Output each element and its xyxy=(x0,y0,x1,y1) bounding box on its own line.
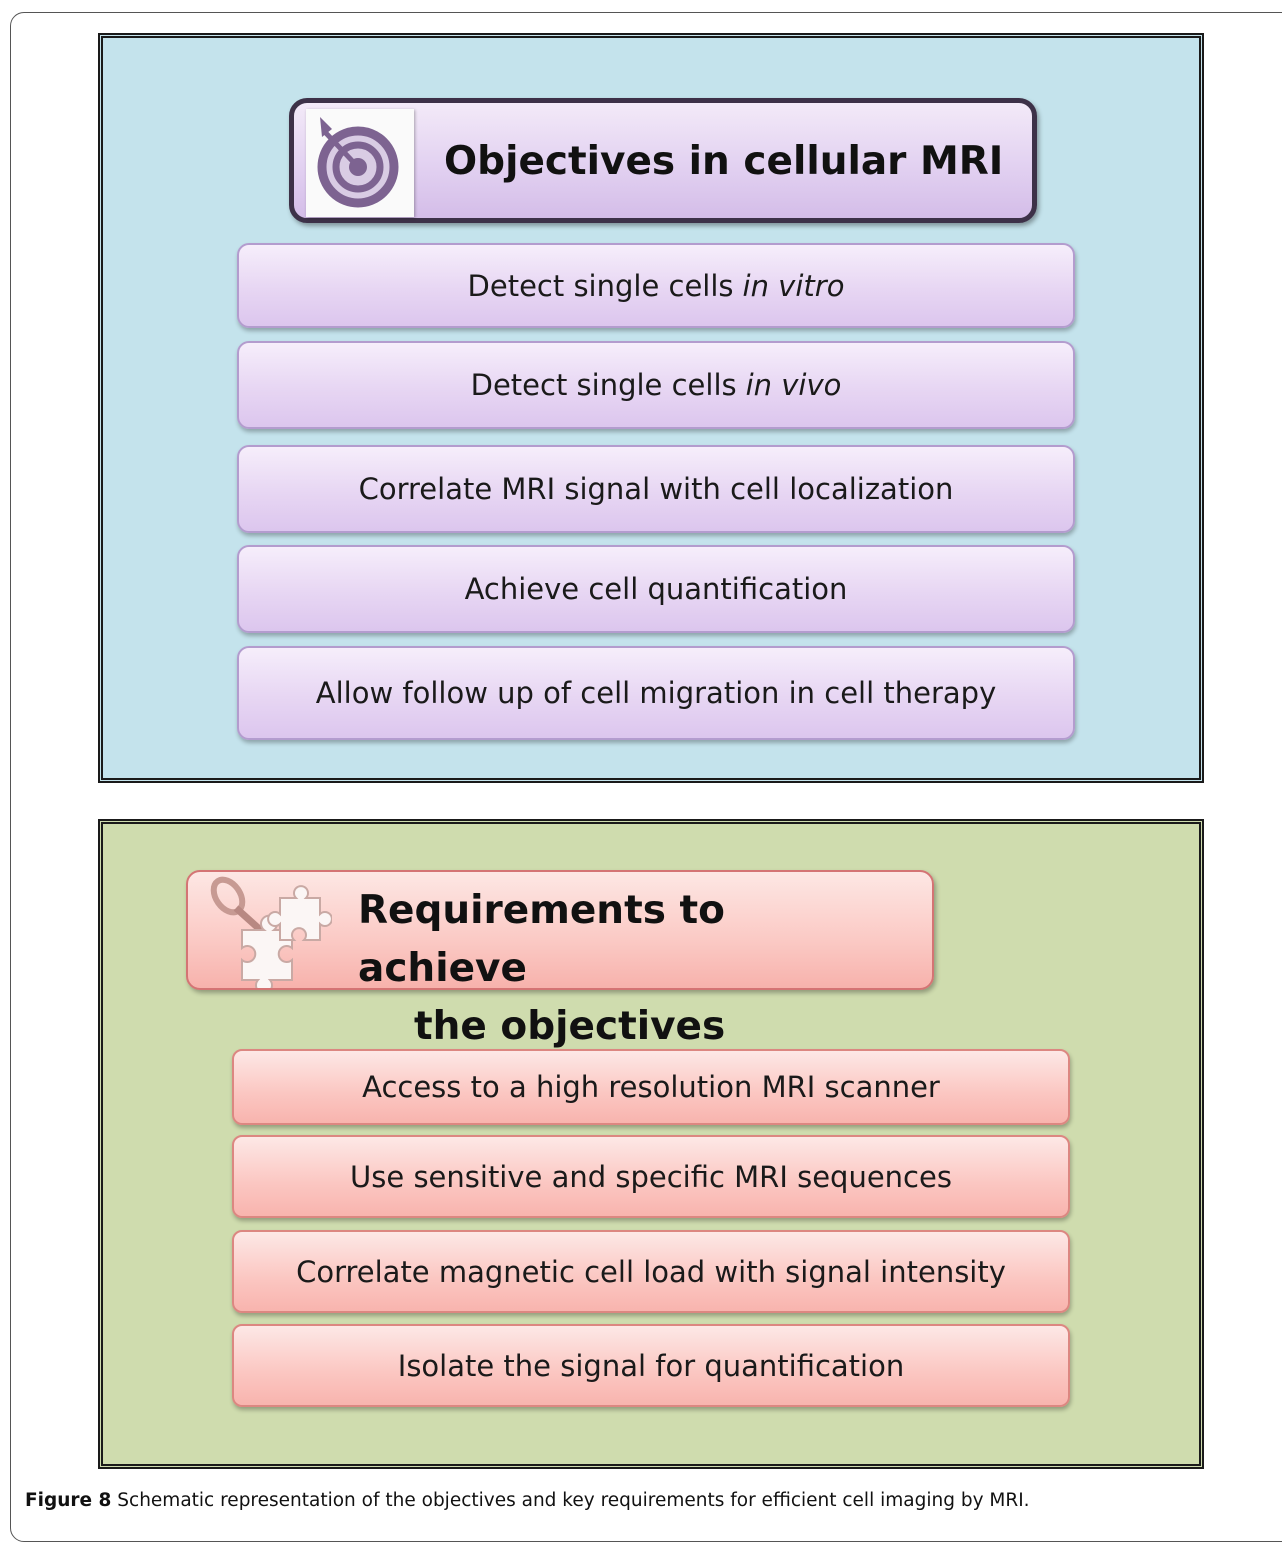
requirement-item: Access to a high resolution MRI scanner xyxy=(232,1049,1070,1125)
figure-caption: Figure 8 Schematic representation of the… xyxy=(25,1490,1265,1511)
objectives-title: Objectives in cellular MRI xyxy=(444,139,1004,184)
target-icon xyxy=(306,109,414,217)
requirements-header: Requirements to achieve the objectives xyxy=(186,870,934,1049)
requirements-title-line2: the objectives xyxy=(414,1004,726,1049)
requirement-item-text: Access to a high resolution MRI scanner xyxy=(362,1070,940,1104)
requirement-item: Correlate magnetic cell load with signal… xyxy=(232,1230,1070,1313)
caption-text: Schematic representation of the objectiv… xyxy=(117,1490,1030,1511)
requirement-item-text: Correlate magnetic cell load with signal… xyxy=(296,1254,1006,1289)
requirement-item: Use sensitive and specific MRI sequences xyxy=(232,1135,1070,1218)
objective-item-text: Achieve cell quantification xyxy=(464,572,848,606)
objective-item-text: Allow follow up of cell migration in cel… xyxy=(315,676,997,710)
objective-item: Achieve cell quantification xyxy=(237,545,1075,633)
objectives-panel: Objectives in cellular MRI Detect single… xyxy=(98,33,1204,783)
objective-item-text: Correlate MRI signal with cell localizat… xyxy=(358,472,954,506)
objective-item: Correlate MRI signal with cell localizat… xyxy=(237,445,1075,533)
objective-item-emphasis: in vitro xyxy=(742,268,845,303)
requirement-item: Isolate the signal for quantification xyxy=(232,1324,1070,1407)
objectives-header: Objectives in cellular MRI xyxy=(289,98,1037,223)
requirements-title: Requirements to achieve the objectives xyxy=(358,882,898,1056)
objective-item: Allow follow up of cell migration in cel… xyxy=(237,646,1075,740)
requirement-item-text: Use sensitive and specific MRI sequences xyxy=(350,1159,952,1194)
objective-item-text: Detect single cells xyxy=(470,368,737,402)
caption-label: Figure 8 xyxy=(25,1490,112,1511)
objective-item-emphasis: in vivo xyxy=(745,368,842,402)
puzzle-key-icon xyxy=(202,872,333,995)
objective-item-text: Detect single cells xyxy=(467,268,734,303)
requirement-item-text: Isolate the signal for quantification xyxy=(397,1348,905,1383)
requirements-title-line1: Requirements to achieve xyxy=(358,888,725,991)
